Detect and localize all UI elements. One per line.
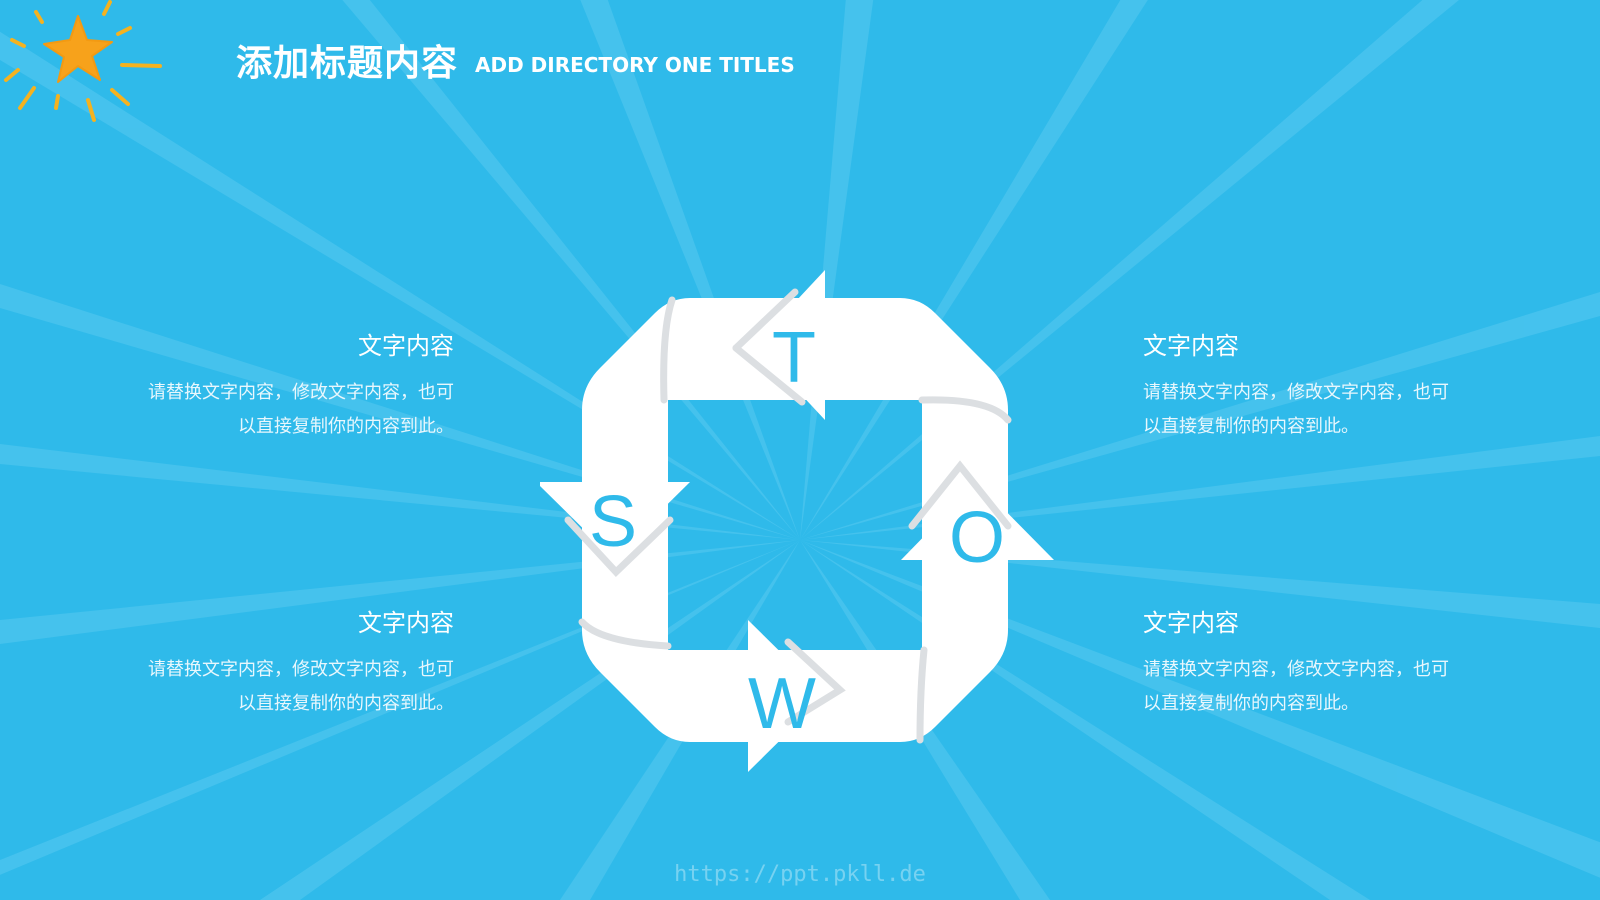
page-subtitle: ADD DIRECTORY ONE TITLES [475, 53, 795, 77]
arrow-left [540, 482, 690, 558]
swot-letter-o: O [949, 498, 1005, 578]
swot-letter-s: S [589, 482, 637, 562]
swot-cycle-diagram: T S O W [540, 270, 1054, 772]
text-block-top-left: 文字内容 请替换文字内容，修改文字内容，也可以直接复制你的内容到此。 [134, 330, 454, 444]
arrow-right [901, 482, 1054, 560]
block-title: 文字内容 [358, 332, 454, 360]
arrow-top [755, 270, 825, 420]
fold-shadows [564, 288, 1012, 744]
block-title: 文字内容 [1143, 332, 1239, 360]
block-body: 请替换文字内容，修改文字内容，也可以直接复制你的内容到此。 [148, 659, 454, 714]
block-title: 文字内容 [358, 609, 454, 637]
arrow-bottom [748, 620, 825, 772]
swot-letter-w: W [748, 664, 816, 744]
watermark-url: https://ppt.pkll.de [674, 862, 926, 887]
block-body: 请替换文字内容，修改文字内容，也可以直接复制你的内容到此。 [1143, 382, 1449, 437]
sun-star-icon [4, 0, 162, 122]
page-title: 添加标题内容 [236, 43, 459, 84]
text-block-top-right: 文字内容 请替换文字内容，修改文字内容，也可以直接复制你的内容到此。 [1143, 330, 1463, 444]
text-block-bottom-left: 文字内容 请替换文字内容，修改文字内容，也可以直接复制你的内容到此。 [134, 607, 454, 721]
block-body: 请替换文字内容，修改文字内容，也可以直接复制你的内容到此。 [1143, 659, 1449, 714]
block-body: 请替换文字内容，修改文字内容，也可以直接复制你的内容到此。 [148, 382, 454, 437]
text-block-bottom-right: 文字内容 请替换文字内容，修改文字内容，也可以直接复制你的内容到此。 [1143, 607, 1463, 721]
block-title: 文字内容 [1143, 609, 1239, 637]
swot-letter-t: T [772, 318, 816, 398]
